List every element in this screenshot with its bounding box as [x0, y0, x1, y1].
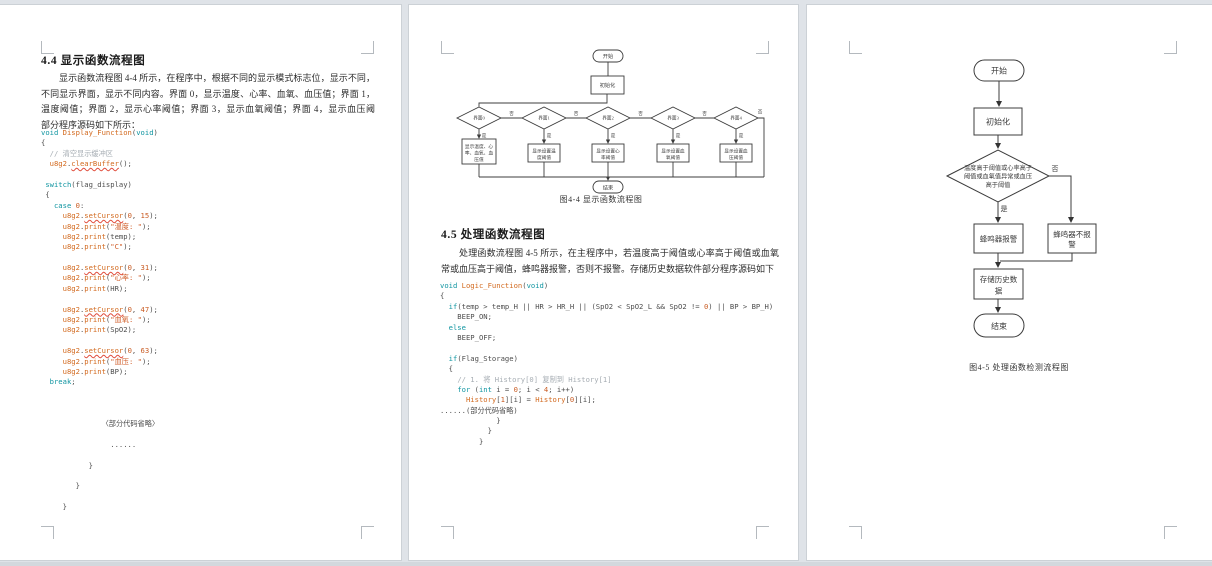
svg-text:是: 是	[547, 133, 552, 139]
margin-mark-bottom-right	[756, 526, 769, 539]
flowchart-figure-4-4[interactable]: 开始 初始化 结束 界面0 界面1 界面2 界面3 界面4 否 否 否 否 否 …	[451, 45, 781, 203]
svg-text:是: 是	[1001, 205, 1008, 213]
margin-mark-bottom-right	[1164, 526, 1177, 539]
init-label: 初始化	[986, 117, 1010, 127]
display-values-box[interactable]	[461, 138, 497, 165]
svg-text:阈值或血氧值异常或血压: 阈值或血氧值异常或血压	[964, 173, 1032, 181]
svg-text:度阈值: 度阈值	[537, 154, 551, 161]
figure-caption-4-4: 图4-4 显示函数流程图	[559, 195, 643, 204]
svg-text:是: 是	[676, 133, 681, 139]
svg-text:界面2: 界面2	[602, 116, 614, 122]
end-label: 结束	[991, 321, 1007, 331]
svg-text:压值: 压值	[474, 156, 484, 163]
svg-text:存储历史数: 存储历史数	[980, 274, 1018, 284]
margin-mark-bottom-left	[41, 526, 54, 539]
svg-text:界面0: 界面0	[473, 116, 485, 122]
svg-text:蜂鸣器报警: 蜂鸣器报警	[980, 234, 1018, 244]
svg-text:是: 是	[482, 133, 487, 139]
margin-mark-top-left	[41, 41, 54, 54]
svg-text:据: 据	[995, 287, 1003, 296]
end-label: 结束	[603, 184, 613, 192]
svg-text:是: 是	[611, 133, 616, 139]
margin-mark-top-right	[361, 41, 374, 54]
init-node[interactable]	[590, 75, 625, 95]
svg-text:否: 否	[758, 110, 763, 116]
svg-text:温度高于阈值或心率高于: 温度高于阈值或心率高于	[964, 164, 1032, 172]
start-label: 开始	[603, 52, 614, 60]
svg-text:否: 否	[1052, 165, 1059, 173]
margin-mark-bottom-right	[361, 526, 374, 539]
body-paragraph: 显示函数流程图 4-4 所示，在程序中，根据不同的显示模式标志位，显示不同，根据…	[41, 73, 375, 130]
svg-text:显示设置心: 显示设置心	[596, 148, 620, 155]
body-paragraph: 处理函数流程图 4-5 所示，在主程序中，若温度高于阈值或心率高于阈值或血氧值异…	[441, 248, 779, 274]
margin-mark-top-right	[756, 41, 769, 54]
end-node[interactable]	[592, 180, 624, 194]
start-label: 开始	[991, 66, 1007, 76]
svg-text:氧阈值: 氧阈值	[666, 154, 680, 161]
svg-text:显示设置血: 显示设置血	[661, 148, 685, 155]
margin-mark-bottom-left	[441, 526, 454, 539]
section-heading-4-4: 4.4 显示函数流程图	[41, 55, 146, 67]
svg-text:界面3: 界面3	[667, 116, 679, 122]
svg-text:界面4: 界面4	[730, 116, 742, 122]
page-3[interactable]: 开始 初始化 结束 温度高于阈值或心率高于 阈值或血氧值异常或血压 高于阈值 否…	[806, 4, 1212, 561]
page-2[interactable]: 开始 初始化 结束 界面0 界面1 界面2 界面3 界面4 否 否 否 否 否 …	[408, 4, 799, 561]
svg-text:显示设置温: 显示设置温	[532, 148, 556, 155]
margin-mark-top-left	[849, 41, 862, 54]
svg-text:率、血氧、血: 率、血氧、血	[465, 150, 493, 157]
margin-mark-top-left	[441, 41, 454, 54]
svg-text:否: 否	[702, 111, 707, 117]
page-1[interactable]: 4.4 显示函数流程图 显示函数流程图 4-4 所示，在程序中，根据不同的显示模…	[0, 4, 402, 561]
svg-text:是: 是	[739, 133, 744, 139]
init-label: 初始化	[600, 81, 616, 89]
margin-mark-top-right	[1164, 41, 1177, 54]
margin-mark-bottom-left	[849, 526, 862, 539]
code-block-logic-function: void Logic_Function(void){ if(temp > tem…	[440, 281, 774, 446]
flowchart-figure-4-5[interactable]: 开始 初始化 结束 温度高于阈值或心率高于 阈值或血氧值异常或血压 高于阈值 否…	[945, 53, 1132, 348]
svg-text:蜂鸣器不报: 蜂鸣器不报	[1053, 229, 1091, 239]
store-history-box[interactable]	[973, 268, 1024, 300]
bottom-strip	[0, 562, 1212, 566]
svg-text:否: 否	[509, 111, 514, 117]
svg-text:否: 否	[574, 111, 579, 117]
alarm-box[interactable]	[973, 223, 1024, 254]
code-block-display-function: void Display_Function(void){ // 清空显示缓冲区 …	[41, 128, 160, 512]
svg-text:率阈值: 率阈值	[601, 154, 615, 161]
svg-text:高于阈值: 高于阈值	[986, 181, 1011, 189]
end-node[interactable]	[973, 313, 1025, 338]
no-alarm-box[interactable]	[1047, 223, 1097, 254]
svg-text:界面1: 界面1	[538, 116, 550, 122]
svg-text:否: 否	[638, 111, 643, 117]
svg-text:显示设置血: 显示设置血	[724, 148, 748, 155]
svg-text:警: 警	[1068, 239, 1076, 249]
figure-caption-4-5: 图4-5 处理函数检测流程图	[969, 363, 1069, 372]
section-heading-4-5: 4.5 处理函数流程图	[441, 229, 546, 241]
svg-text:压阈值: 压阈值	[729, 154, 743, 161]
init-node[interactable]	[973, 107, 1023, 136]
svg-text:显示温度、心: 显示温度、心	[465, 143, 493, 150]
